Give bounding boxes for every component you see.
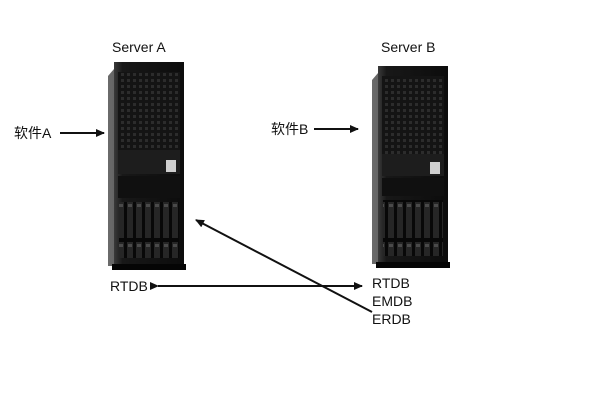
server-a-title: Server A xyxy=(112,39,166,55)
software-a-label: 软件A xyxy=(14,125,52,141)
server-b-icon xyxy=(372,66,450,268)
server-b-emdb-label: EMDB xyxy=(372,293,413,309)
software-b-label: 软件B xyxy=(271,121,309,137)
server-b-erdb-label: ERDB xyxy=(372,311,411,327)
server-b-title: Server B xyxy=(381,39,436,55)
server-a-rtdb-label: RTDB xyxy=(110,278,148,294)
database-link-arrow xyxy=(195,219,373,313)
server-b-rtdb-label: RTDB xyxy=(372,275,410,291)
server-a-icon xyxy=(108,62,186,270)
